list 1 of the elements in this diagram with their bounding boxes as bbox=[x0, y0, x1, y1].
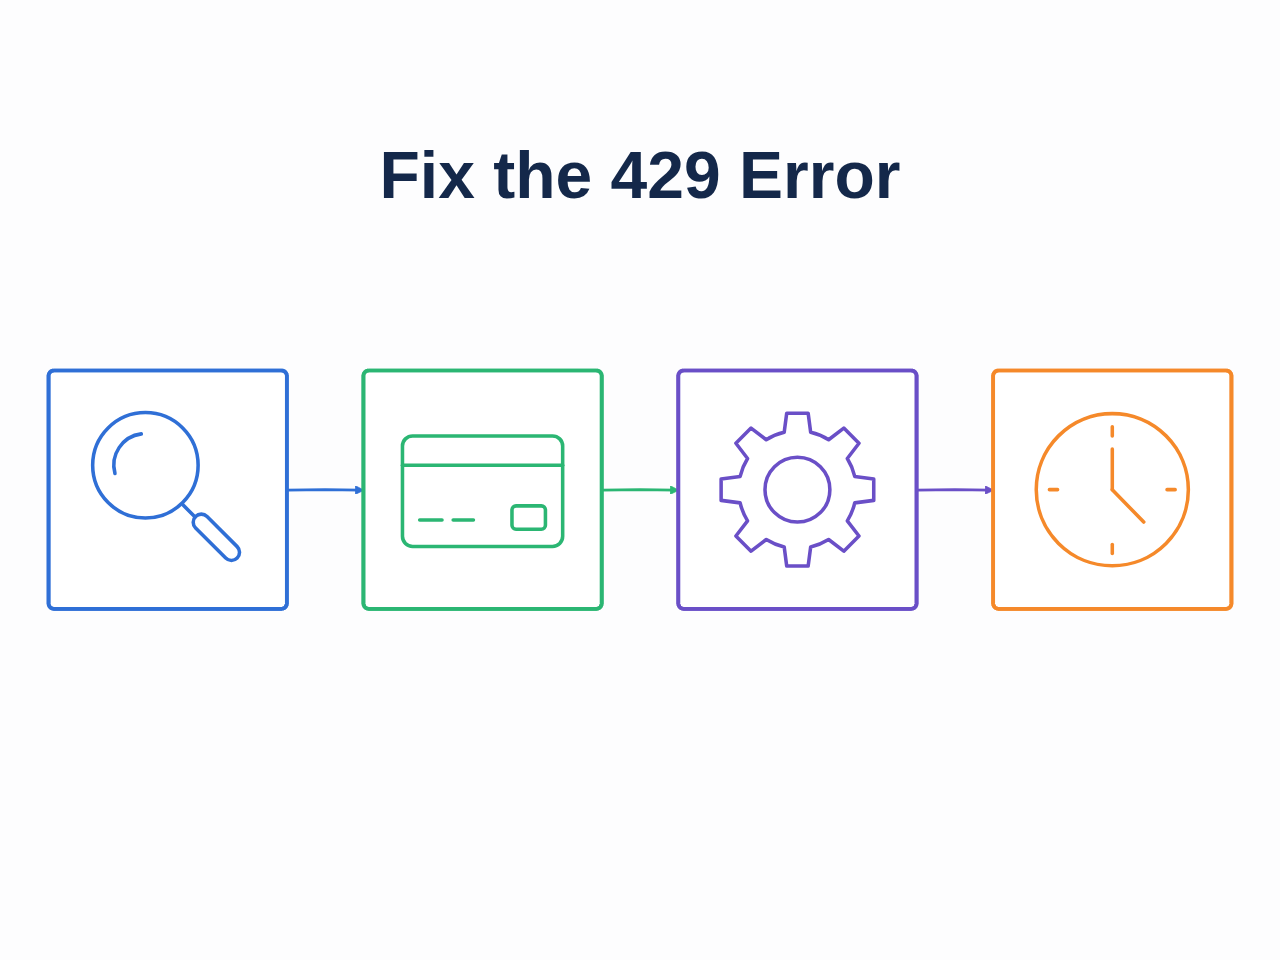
title: Fix the 429 Error bbox=[378, 137, 902, 214]
